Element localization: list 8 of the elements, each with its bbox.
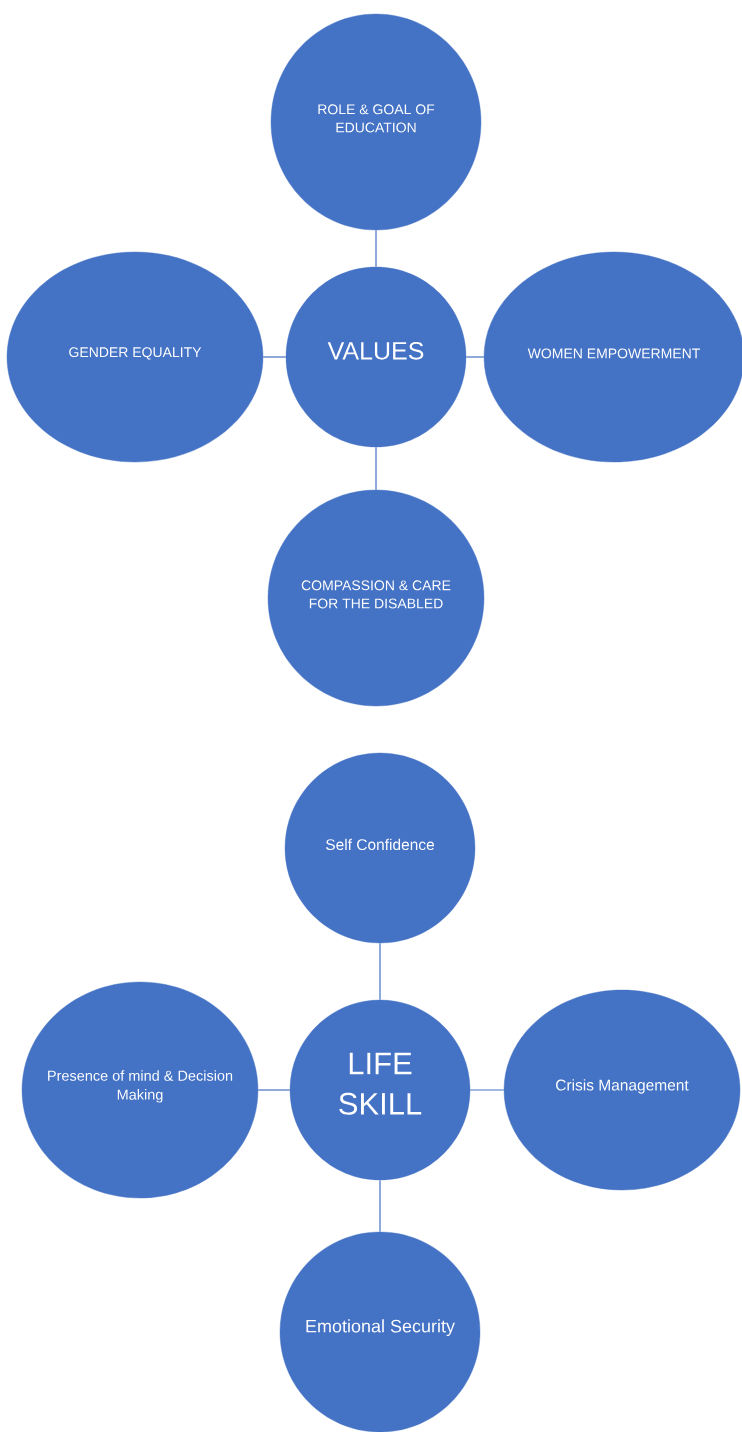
connector-line (379, 1179, 381, 1233)
connector-line (379, 942, 381, 1001)
connector-line (262, 356, 287, 358)
connector-line (375, 446, 377, 491)
connector-line (469, 1089, 505, 1091)
connector-line (257, 1089, 291, 1091)
connector-line (375, 229, 377, 268)
connector-line (465, 356, 485, 358)
